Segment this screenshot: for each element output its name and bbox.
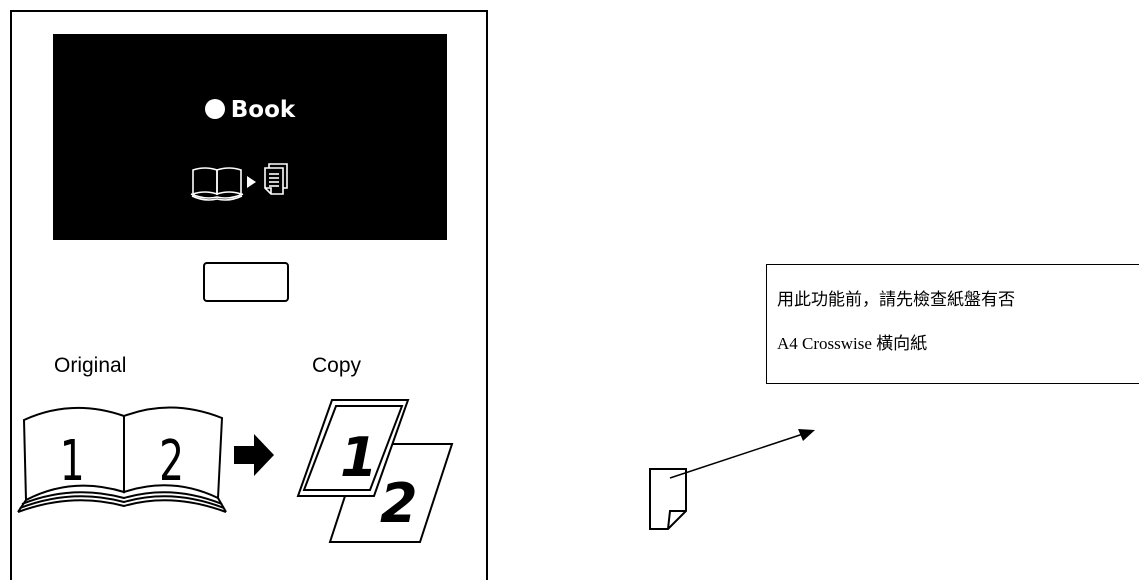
note-line-2: A4 Crosswise 橫向紙 (777, 334, 928, 353)
book-copy-illustration: 1 2 1 2 (17, 399, 454, 543)
pointer-arrow-icon (669, 429, 815, 479)
page-number-1: 1 (60, 429, 85, 494)
document-stack-icon (264, 163, 288, 195)
note-line-1: 用此功能前，請先檢查紙盤有否 (777, 290, 1015, 309)
copy-page-number-2: 2 (380, 472, 418, 535)
note-callout: 用此功能前，請先檢查紙盤有否 A4 Crosswise 橫向紙 (766, 264, 1139, 384)
play-triangle-icon (247, 176, 256, 188)
right-arrow-icon (234, 434, 274, 476)
filled-circle-icon (204, 99, 225, 119)
copier-control-panel: Book Original Copy (10, 10, 488, 580)
copy-page-number-1: 1 (340, 426, 378, 489)
book-mode-select-button[interactable] (203, 262, 289, 302)
lcd-display: Book (53, 34, 447, 240)
paper-crosswise-icon (649, 468, 687, 530)
book-mode-indicator: Book (53, 96, 447, 124)
book-mode-label: Book (230, 97, 296, 123)
book-to-copy-icon (190, 163, 288, 201)
open-book-illustration (17, 406, 227, 513)
open-book-icon (190, 167, 244, 201)
annotation-overlay (649, 429, 815, 530)
copy-label: Copy (312, 354, 362, 377)
copy-pages-illustration (296, 399, 454, 543)
original-label: Original (54, 354, 127, 377)
page-number-2: 2 (159, 429, 184, 494)
